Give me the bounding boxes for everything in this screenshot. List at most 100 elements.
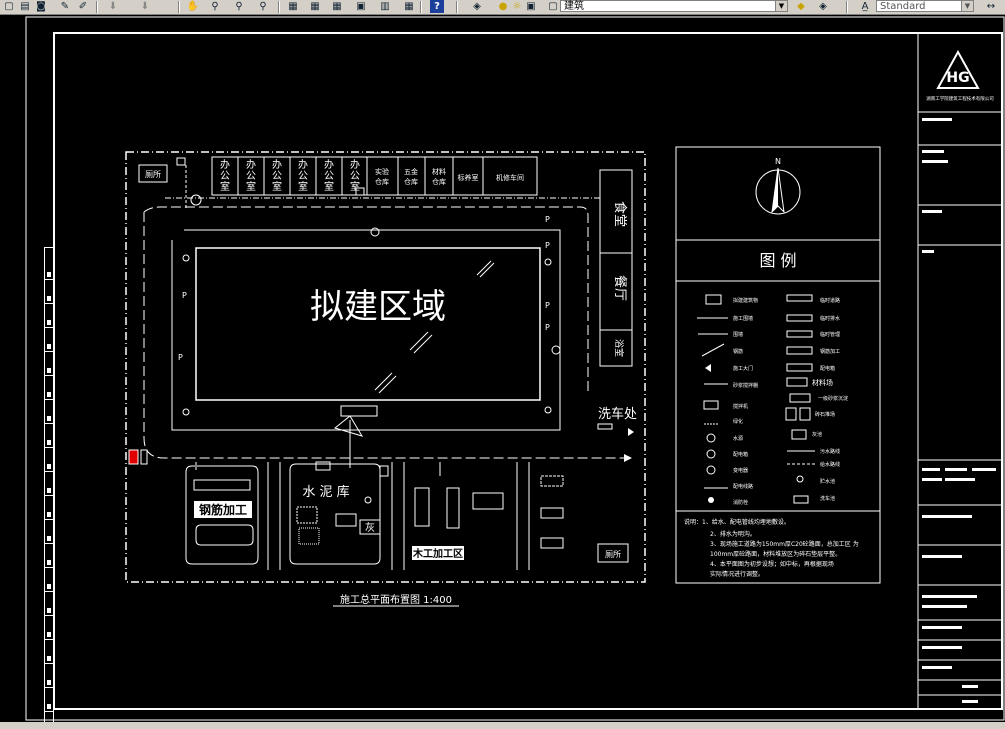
redo-icon[interactable]: ⬇: [140, 1, 150, 12]
open-file-icon[interactable]: ▤: [20, 1, 30, 12]
zoom-previous-icon[interactable]: ⚲: [259, 1, 267, 12]
layer-manager-icon[interactable]: ◈: [473, 1, 481, 12]
legend-panel: N 图 例 拟建建筑物临时道路 施工围墙临时排水 围墙临时管理 钢筋钢筋加工 施…: [675, 146, 881, 584]
undo-icon[interactable]: ⬇: [108, 1, 118, 12]
zoom-realtime-icon[interactable]: ⚲: [211, 1, 219, 12]
dim-style-icon[interactable]: ↔: [986, 1, 996, 12]
quickcalc-icon[interactable]: ▥: [380, 1, 390, 12]
legend-note: 4、本平面图为初步设想；如中标，再根据现场: [710, 560, 834, 568]
legend-note: 100mm厚砼路面，材料堆放区为碎石垫层平整。: [710, 550, 841, 558]
layer-sun-icon[interactable]: ☼: [512, 1, 522, 12]
legend-item-label: 临时排水: [820, 315, 840, 322]
brush-icon[interactable]: ✐: [78, 1, 88, 12]
rebar-label: 钢筋加工: [199, 502, 247, 517]
legend-item-label: 围墙: [733, 331, 743, 338]
toilet-bottom-label: 厕所: [605, 549, 621, 559]
canteen-label: 食堂: [612, 201, 628, 227]
north-label: N: [775, 157, 781, 166]
legend-item-label: 配电箱: [733, 451, 748, 458]
legend-item-label: 变电器: [733, 467, 748, 474]
design-center-icon[interactable]: ▦: [310, 1, 320, 12]
help-icon[interactable]: ?: [430, 0, 444, 13]
pen-icon[interactable]: ✎: [60, 1, 70, 12]
drawing-canvas[interactable]: [0, 15, 1005, 729]
office-label: 办公室: [246, 158, 256, 193]
drawing-title: 施工总平面布置图 1:400: [340, 593, 452, 606]
tool-palette-icon[interactable]: ▦: [332, 1, 342, 12]
layer-bulb-icon[interactable]: ●: [498, 1, 508, 12]
zoom-window-icon[interactable]: ⚲: [235, 1, 243, 12]
room-label: 仓库: [375, 177, 389, 186]
room-label: 仓库: [404, 177, 418, 186]
legend-item-label: 搅拌机: [733, 403, 748, 410]
legend-item-label: 施工围墙: [733, 315, 753, 322]
svg-text:P: P: [182, 291, 187, 300]
chevron-down-icon[interactable]: ▼: [961, 1, 973, 11]
main-area-label: 拟建区域: [310, 287, 446, 327]
new-file-icon[interactable]: ▢: [4, 1, 14, 12]
legend-note: 说明：1、给水、配电管线均埋地敷设。: [684, 518, 790, 526]
legend-item-label: 给水路线: [820, 461, 840, 468]
legend-item-label: 水源: [733, 435, 743, 442]
chevron-down-icon[interactable]: ▼: [775, 1, 787, 11]
legend-item-label: 消防栓: [733, 499, 748, 506]
svg-text:HG: HG: [946, 70, 969, 86]
svg-text:P: P: [545, 323, 550, 332]
layer-combo[interactable]: 建筑 ▼: [560, 0, 788, 12]
legend-item-label: 贮水池: [820, 478, 835, 485]
legend-item-label: 拟建建筑物: [733, 297, 758, 304]
save-icon[interactable]: ◙: [36, 1, 46, 12]
properties-icon[interactable]: ▦: [288, 1, 298, 12]
legend-item-label: 砖石堆场: [815, 411, 835, 418]
svg-text:P: P: [545, 241, 550, 250]
office-label: 办公室: [298, 158, 308, 193]
office-label: 办公室: [220, 158, 230, 193]
bath-label: 浴室: [613, 339, 625, 357]
markup-icon[interactable]: ▣: [356, 1, 366, 12]
legend-item-label: 灰池: [812, 431, 822, 438]
text-style-icon[interactable]: A̲: [861, 1, 869, 12]
make-current-icon[interactable]: ◆: [797, 1, 805, 12]
room-label: 机修车间: [496, 173, 524, 182]
room-label: 五金: [404, 167, 418, 176]
legend-note: 2、排水为明沟。: [710, 530, 756, 538]
svg-text:P: P: [178, 353, 183, 362]
legend-item-label: 配电线路: [733, 483, 753, 490]
legend-item-label: 一级砂浆沉淀: [818, 395, 848, 402]
legend-item-label: 临时道路: [820, 297, 840, 304]
svg-text:P: P: [545, 215, 550, 224]
layer-combo-value: 建筑: [564, 1, 584, 12]
legend-title: 图 例: [759, 251, 796, 270]
lime-label: 灰: [365, 521, 375, 534]
cad-toolbar: ▢ ▤ ◙ ✎ ✐ ⬇ ⬇ ✋ ⚲ ⚲ ⚲ ▦ ▦ ▦ ▣ ▥ ▦ ? ◈ ● …: [0, 0, 1005, 15]
calculator-icon[interactable]: ▦: [404, 1, 414, 12]
legend-item-label: 材料场: [812, 378, 833, 387]
room-label: 实验: [375, 167, 389, 176]
text-style-value: Standard: [880, 1, 926, 12]
legend-item-label: 污水路线: [820, 448, 840, 455]
legend-item-label: 配电箱: [820, 365, 835, 372]
layer-previous-icon[interactable]: ◈: [819, 1, 827, 12]
wood-label: 木工加工区: [412, 547, 463, 560]
hall-label: 餐厅: [612, 275, 628, 301]
svg-text:P: P: [545, 301, 550, 310]
legend-item-label: 砂浆搅拌棚: [733, 382, 758, 389]
text-style-combo[interactable]: Standard ▼: [876, 0, 974, 12]
legend-item-label: 洗车池: [820, 495, 835, 502]
legend-note: 3、现场施工道路为150mm厚C20砼路面，总加工区 为: [710, 540, 859, 548]
pan-icon[interactable]: ✋: [186, 1, 200, 12]
legend-item-label: 钢筋: [733, 348, 743, 355]
office-label: 办公室: [324, 158, 334, 193]
car-wash-label: 洗车处: [598, 406, 637, 422]
office-row: 办公室 办公室 办公室 办公室 办公室 办公室 实验 仓库 五金 仓库 材料 仓…: [211, 156, 538, 196]
layer-color-icon[interactable]: ▢: [548, 1, 558, 12]
legend-note: 实际情况进行调整。: [710, 570, 764, 578]
room-label: 标养室: [458, 173, 479, 182]
title-block-company: 湖南工学院建筑工程技术有限公司: [926, 95, 994, 102]
legend-item-label: 绿化: [733, 418, 743, 425]
office-label: 办公室: [272, 158, 282, 193]
layer-lock-icon[interactable]: ▣: [526, 1, 536, 12]
legend-item-label: 临时管理: [820, 331, 840, 338]
title-block: HG 湖南工学院建筑工程技术有限公司: [918, 49, 1002, 703]
